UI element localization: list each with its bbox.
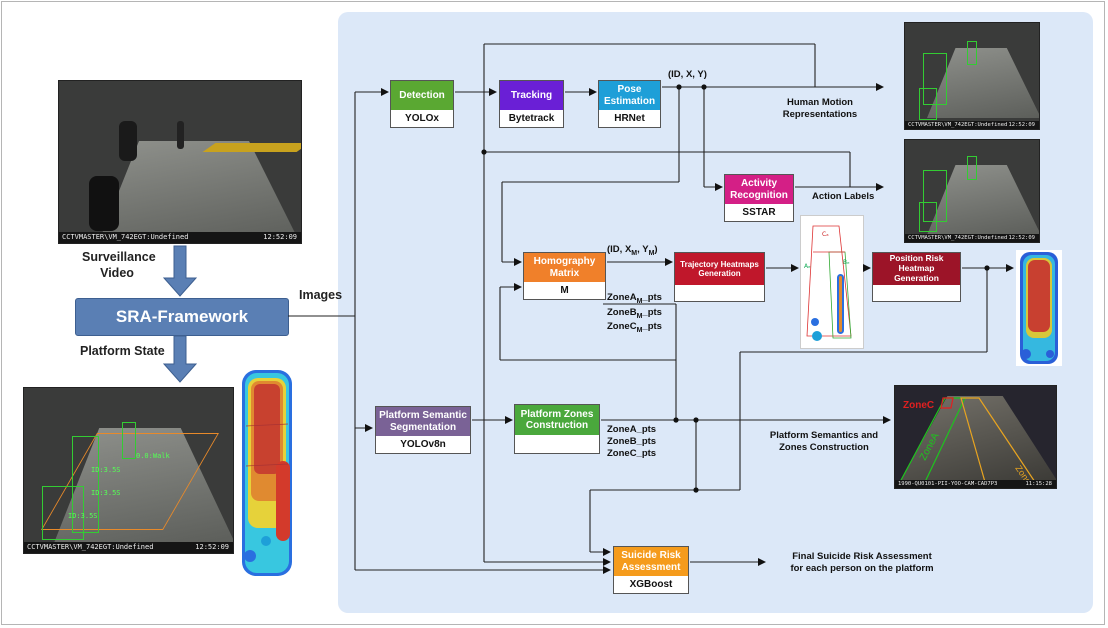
tracking-module: Tracking Bytetrack [499,80,564,128]
cam-time: 12:52:09 [195,543,229,551]
surveillance-video-frame: CCTVMASTER\VM_742EGT:Undefined 12:52:09 [58,80,302,244]
cam-caption: CCTVMASTER\VM_742EGT:Undefined [27,543,154,551]
overlay-walk-label: 0.0:Walk [136,452,170,460]
id-xm-ym-label: (ID, XM, YM) [607,244,658,257]
sub-m: M [636,312,643,320]
activity-title: Activity Recognition [725,175,793,204]
sub-m: M [636,327,643,335]
suicide-title: Suicide Risk Assessment [614,547,688,576]
semantics-line1: Platform Semantics and [769,430,879,441]
zone-b-m: ZoneB [607,306,637,318]
cam-caption: CCTVMASTER\VM_742EGT:Undefined [908,235,1008,241]
semantics-zones-label: Platform Semantics and Zones Constructio… [760,430,888,454]
action-labels-label: Action Labels [812,191,875,202]
zones-construction-module: Platform Zones Construction [514,404,600,454]
id-xy-label: (ID, X, Y) [668,69,707,80]
cam-caption: CCTVMASTER\VM_742EGT:Undefined [62,233,189,241]
overlay-id-label: ID:3.5S [68,512,98,520]
trajectory-heatmap-plot: Cₐ Aₑ Bₑ [800,215,864,349]
semantic-model: YOLOv8n [400,439,446,450]
zone-cam-time: 11:15:28 [1025,481,1053,487]
pts-suffix: _pts [642,292,662,303]
homography-title: Homography Matrix [524,253,605,282]
zone-c-pts: ZoneC_pts [607,447,657,459]
human-motion-line2: Representations [782,108,858,120]
pose-title: Pose Estimation [599,81,660,110]
zone-cam-caption: 1990-QU0101-PII-YOO-CAM-CAD7P3 [898,481,998,487]
tracking-title: Tracking [500,81,563,110]
zone-c-m: ZoneC [607,321,637,333]
suicide-model: XGBoost [629,579,673,590]
sub-m: M [648,249,655,257]
zones-m-label: ZoneAM_pts ZoneBM_pts ZoneCM_pts [607,292,662,336]
trajectory-heatmap-module: Trajectory Heatmaps Generation [674,252,765,302]
zones-construction-frame: ZoneC ZoneA ZoneB 1990-QU0101-PII-YOO-CA… [894,385,1057,489]
zone-a-m: ZoneA [607,292,637,303]
platform-state-frame: 0.0:Walk ID:3.5S ID:3.5S ID:3.5S CCTVMAS… [23,387,234,554]
zones-pts-label: ZoneA_pts ZoneB_pts ZoneC_pts [607,424,656,460]
images-label: Images [299,288,343,302]
zones-title: Platform Zones Construction [515,405,599,435]
suicide-risk-module: Suicide Risk Assessment XGBoost [613,546,689,594]
semantic-title: Platform Semantic Segmentation [376,407,470,436]
pts-suffix: _pts [642,321,662,333]
sra-framework-box: SRA-Framework [75,298,289,336]
position-risk-heatmap [1016,250,1062,366]
pose-model: HRNet [614,113,645,124]
traj-label-a: Aₑ [804,263,811,270]
pose-estimation-module: Pose Estimation HRNet [598,80,661,128]
traj-label-b: Bₑ [843,259,850,266]
cam-time: 12:52:09 [1008,122,1036,128]
zone-a-pts: ZoneA_pts [607,424,657,435]
semantic-segmentation-module: Platform Semantic Segmentation YOLOv8n [375,406,471,454]
homography-model: M [560,285,569,296]
detection-title: Detection [391,81,453,110]
detection-model: YOLOx [405,113,439,124]
homography-module: Homography Matrix M [523,252,606,300]
final-line2: for each person on the platform [790,562,934,574]
zone-b-pts: ZoneB_pts [607,435,657,447]
semantics-line2: Zones Construction [779,441,869,453]
trajectory-title: Trajectory Heatmaps Generation [675,253,764,285]
platform-state-label: Platform State [80,344,165,358]
overlay-id-label: ID:3.5S [91,466,121,474]
sub-m: M [631,249,638,257]
overlay-id-label: ID:3.5S [91,489,121,497]
detection-module: Detection YOLOx [390,80,454,128]
cam-time: 12:52:09 [263,233,297,241]
zone-c-label: ZoneC [903,400,934,411]
id-xm-prefix: (ID, X [607,244,632,255]
activity-model: SSTAR [742,207,776,218]
sub-m: M [636,297,643,305]
platform-heatmap [236,366,298,580]
cam-caption: CCTVMASTER\VM_742EGT:Undefined [908,122,1008,128]
cam-time: 12:52:09 [1008,235,1036,241]
position-risk-title: Position Risk Heatmap Generation [873,253,960,285]
human-motion-label: Human Motion Representations [778,97,862,121]
pts-suffix: _pts [642,306,662,318]
position-risk-module: Position Risk Heatmap Generation [872,252,961,302]
final-line1: Final Suicide Risk Assessment [792,551,932,562]
tracking-model: Bytetrack [508,113,555,124]
surveillance-video-label: Surveillance Video [82,250,156,280]
activity-recognition-module: Activity Recognition SSTAR [724,174,794,222]
traj-label-c: Cₐ [822,231,829,238]
final-assessment-label: Final Suicide Risk Assessment for each p… [776,551,948,575]
human-motion-line1: Human Motion [787,97,853,108]
